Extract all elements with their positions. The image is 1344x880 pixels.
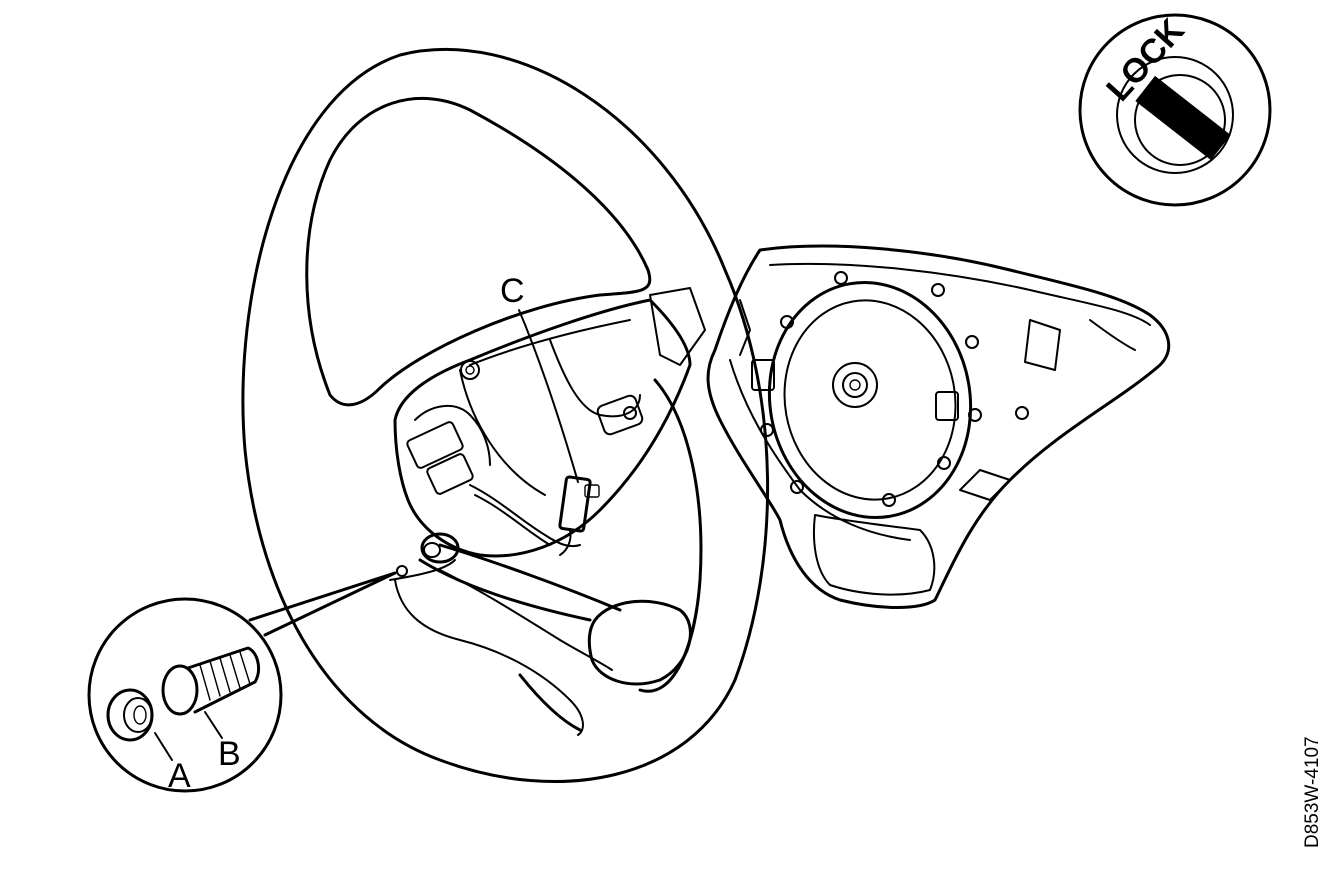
washer-a (106, 688, 154, 742)
inset-circle (87, 597, 283, 793)
airbag-module (706, 244, 1171, 609)
steering-wheel-upper-opening (305, 96, 652, 407)
bolt-b (161, 646, 260, 716)
airbag-module-outline (706, 244, 1171, 609)
connector-c (558, 475, 592, 533)
steering-wheel-outer-rim (241, 48, 770, 783)
fastener-inset: A B (87, 571, 397, 795)
drawing-reference-code: D853W-4107 (1302, 736, 1323, 848)
lower-spoke-pad (587, 599, 692, 686)
airbag-connector-harness (406, 404, 600, 556)
lower-spoke (418, 543, 622, 622)
hub-outline (393, 298, 692, 558)
steering-hub (389, 287, 706, 686)
lock-symbol: LOCK (1078, 11, 1272, 207)
label-c: C (500, 272, 525, 310)
steering-wheel (241, 48, 770, 783)
label-a: A (168, 757, 191, 795)
steering-wheel-lower-opening (518, 378, 703, 732)
lock-key-slot-icon (1135, 75, 1231, 161)
airbag-inflator-ring (767, 281, 973, 519)
label-b: B (218, 735, 241, 773)
